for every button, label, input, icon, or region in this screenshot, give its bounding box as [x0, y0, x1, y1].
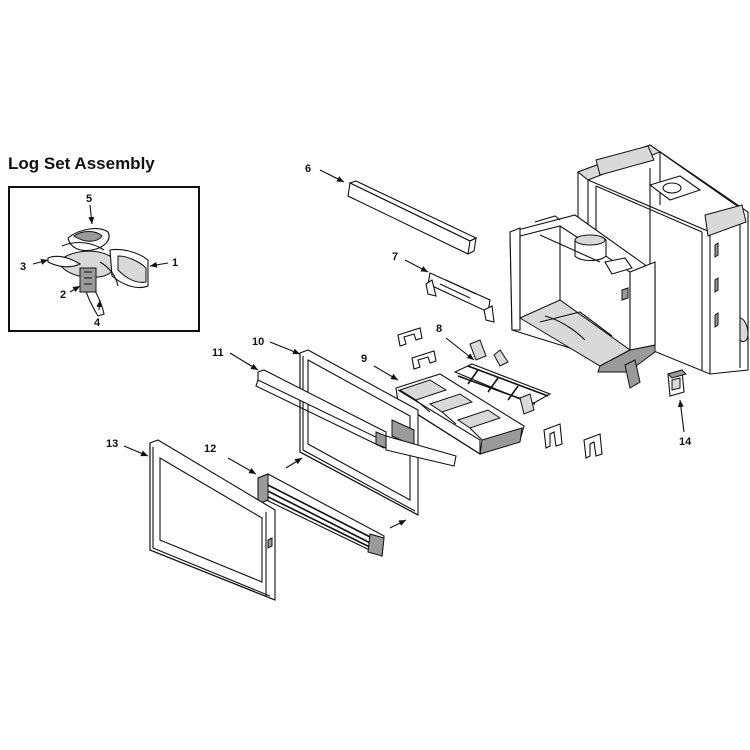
firebox-assembly — [509, 144, 749, 389]
callout-10: 10 — [252, 336, 264, 348]
part-11-rail — [255, 369, 457, 467]
callout-6: 6 — [305, 163, 311, 175]
callout-3: 3 — [20, 261, 26, 273]
callout-12: 12 — [204, 443, 216, 455]
part-7-bracket — [425, 272, 495, 323]
callout-1: 1 — [172, 257, 178, 269]
part-9-ember-base — [395, 373, 525, 456]
callout-11: 11 — [212, 347, 224, 359]
callout-2: 2 — [60, 289, 66, 301]
part-14-switch-box — [667, 369, 687, 397]
part-8-grate — [397, 327, 603, 459]
callout-5: 5 — [86, 193, 92, 205]
part-6-baffle — [347, 180, 478, 255]
log-set-drawing — [47, 228, 149, 317]
callout-4: 4 — [94, 317, 101, 329]
callout-13: 13 — [106, 438, 118, 450]
callout-14: 14 — [679, 436, 692, 448]
log-set-assembly-title: Log Set Assembly — [8, 154, 155, 173]
callout-9: 9 — [361, 353, 367, 365]
callout-7: 7 — [392, 251, 398, 263]
part-12-louver — [257, 473, 385, 557]
callout-8: 8 — [436, 323, 442, 335]
part-13-surround — [149, 439, 276, 601]
part-10-door-frame — [299, 349, 419, 516]
log-set-inset-frame — [8, 186, 200, 332]
